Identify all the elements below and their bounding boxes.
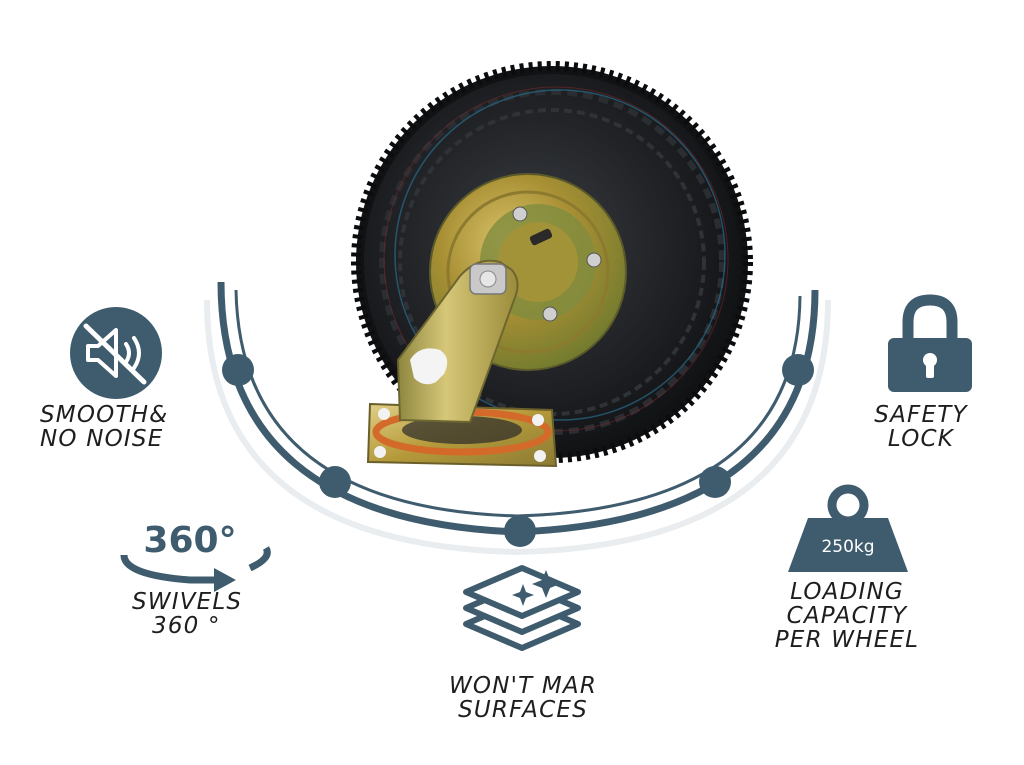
feature-label-surface: WON'T MAR SURFACES — [418, 674, 628, 722]
load-badge-text: 250kg — [821, 537, 874, 557]
label-line: NO NOISE — [40, 426, 164, 452]
padlock-icon — [888, 294, 972, 392]
label-line: WON'T MAR — [448, 673, 598, 699]
arc-node — [222, 354, 254, 386]
swivel-badge-text: 360° — [143, 520, 236, 561]
label-line: CAPACITY — [786, 603, 908, 629]
arc-node — [319, 466, 351, 498]
feature-label-swivel: SWIVELS 360 ° — [132, 590, 242, 638]
decorative-arc — [204, 281, 831, 556]
label-line: 360 ° — [152, 613, 221, 639]
label-line: SWIVELS — [132, 589, 243, 615]
label-line: SAFETY — [874, 402, 968, 428]
feature-label-lock: SAFETY LOCK — [866, 403, 976, 451]
arc-node — [782, 354, 814, 386]
arc-node — [504, 515, 536, 547]
muted-speaker-icon — [70, 307, 162, 399]
layers-sparkle-icon — [463, 565, 581, 651]
feature-label-load: LOADING CAPACITY PER WHEEL — [742, 580, 952, 652]
weight-icon — [788, 484, 908, 572]
label-line: LOADING — [790, 579, 904, 605]
arc-node — [699, 466, 731, 498]
label-line: PER WHEEL — [774, 627, 920, 653]
rotate-360-icon — [120, 546, 271, 592]
feature-label-noise: SMOOTH& NO NOISE — [40, 403, 168, 451]
swivel-bracket — [396, 259, 519, 424]
label-line: SURFACES — [458, 697, 588, 723]
label-line: LOCK — [887, 426, 955, 452]
caster-wheel-image — [351, 61, 753, 468]
label-line: SMOOTH& — [40, 402, 169, 428]
